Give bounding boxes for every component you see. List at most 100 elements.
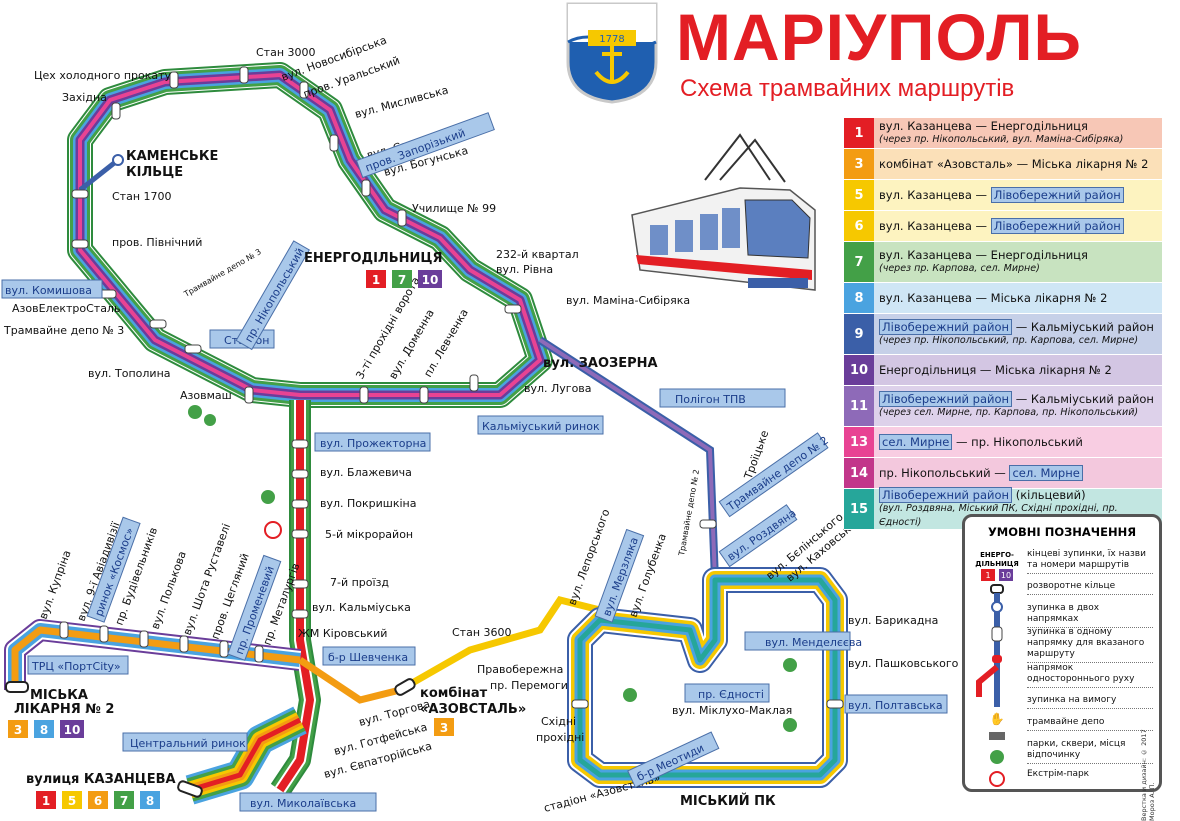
svg-text:вул. Міклухо-Маклая: вул. Міклухо-Маклая [672, 704, 792, 717]
svg-text:вул. Миколаївська: вул. Миколаївська [250, 797, 356, 810]
svg-text:ЖМ Кіровський: ЖМ Кіровський [298, 627, 387, 640]
kazantseva-badges: 1 5 6 7 8 [36, 791, 160, 809]
svg-text:ЛІКАРНЯ № 2: ЛІКАРНЯ № 2 [14, 702, 114, 717]
page-title: МАРІУПОЛЬ [676, 0, 1082, 74]
svg-text:10: 10 [64, 723, 81, 737]
svg-text:Трамвайне депо № 2: Трамвайне депо № 2 [724, 434, 831, 514]
svg-text:комбінат: комбінат [420, 686, 488, 701]
legend-item: зупинка в одному напрямку для вказаного … [1027, 627, 1153, 663]
svg-text:10: 10 [1001, 571, 1011, 580]
svg-text:вул. Менделєєва: вул. Менделєєва [765, 636, 862, 649]
extreme-park-icon [264, 521, 282, 539]
svg-text:Східні: Східні [541, 715, 576, 728]
svg-text:232-й квартал: 232-й квартал [496, 248, 579, 261]
route-text: вул. Казанцева — Енергодільниця(через пр… [879, 248, 1088, 274]
route-text: вул. Казанцева — Міська лікарня № 2 [879, 291, 1108, 305]
kamenske-spur [78, 158, 120, 192]
legend-symbols: ЕНЕРГО- ДІЛЬНИЦЯ 1 10 ✋ [975, 551, 1019, 787]
svg-text:АзовЕлектроСталь: АзовЕлектроСталь [12, 302, 120, 315]
svg-text:6: 6 [94, 794, 102, 808]
park-icons [188, 405, 797, 732]
svg-text:вул. Барикадна: вул. Барикадна [848, 614, 938, 627]
north-loop-lines [67, 62, 553, 408]
svg-text:8: 8 [146, 794, 154, 808]
svg-text:вул. Рівна: вул. Рівна [496, 263, 553, 276]
legend-item: Екстрім-парк [1027, 769, 1090, 779]
svg-text:вул. Лугова: вул. Лугова [524, 382, 592, 395]
svg-text:1: 1 [42, 794, 50, 808]
legend-item: зупинка на вимогу [1027, 695, 1153, 709]
svg-text:3-ті прохідні ворота: 3-ті прохідні ворота [353, 275, 422, 382]
route-text: комбінат «Азовсталь» — Міська лікарня № … [879, 157, 1149, 171]
legend-item: парки, сквери, місця відпочинку [1027, 739, 1153, 764]
request-stop-icon: ✋ [990, 712, 1005, 726]
svg-text:пр. Перемоги: пр. Перемоги [490, 679, 568, 692]
terminal-markers [5, 678, 416, 798]
svg-text:8: 8 [40, 723, 48, 737]
svg-text:7-й проїзд: 7-й проїзд [330, 576, 389, 589]
svg-text:ДІЛЬНИЦЯ: ДІЛЬНИЦЯ [975, 560, 1019, 568]
svg-text:Центральний ринок: Центральний ринок [130, 737, 246, 750]
route-text: сел. Мирне — пр. Нікопольський [874, 434, 1083, 450]
svg-text:Полігон ТПВ: Полігон ТПВ [675, 393, 746, 406]
svg-text:вул. Покришкіна: вул. Покришкіна [320, 497, 417, 510]
park-legend-icon [990, 750, 1004, 764]
svg-text:вул. Купріна: вул. Купріна [37, 548, 74, 621]
svg-text:КАМЕНСЬКЕ: КАМЕНСЬКЕ [126, 149, 218, 164]
route-text: пр. Нікопольський — сел. Мирне [874, 465, 1083, 481]
svg-text:вул. Кальміуська: вул. Кальміуська [312, 601, 411, 614]
svg-text:3: 3 [440, 721, 448, 735]
svg-text:ЕНЕРГОДІЛЬНИЦЯ: ЕНЕРГОДІЛЬНИЦЯ [304, 251, 442, 266]
svg-text:вул. ЗАОЗЕРНА: вул. ЗАОЗЕРНА [543, 356, 658, 371]
svg-text:Трамвайне депо № 3: Трамвайне депо № 3 [182, 247, 263, 299]
route-number: 7 [844, 242, 874, 282]
azovstal-branch [298, 657, 401, 704]
yellow-branch [398, 596, 601, 694]
svg-text:Стан 3000: Стан 3000 [256, 46, 316, 59]
svg-text:вул. Пашковського: вул. Пашковського [848, 657, 959, 670]
symbols-legend: УМОВНІ ПОЗНАЧЕННЯ ЕНЕРГО- ДІЛЬНИЦЯ 1 10 … [962, 514, 1162, 792]
svg-text:Західна: Західна [62, 91, 107, 104]
zaozerna-branch-inner [538, 338, 717, 581]
route-number: 5 [844, 180, 874, 210]
svg-text:вул. Комишова: вул. Комишова [5, 284, 92, 297]
kamenske-ring-icon [112, 154, 124, 166]
route-text: вул. Казанцева — Лівобережний район [874, 218, 1124, 234]
svg-text:3: 3 [14, 723, 22, 737]
likarnia-badges: 3 8 10 [8, 720, 84, 738]
page-subtitle: Схема трамвайних маршрутів [680, 75, 1015, 102]
crest-years: 1778 [599, 34, 624, 45]
route-number: 15 [844, 489, 874, 529]
svg-text:вул. Прожекторна: вул. Прожекторна [320, 437, 426, 450]
svg-text:ТРЦ «ПортCity»: ТРЦ «ПортCity» [31, 660, 121, 673]
hub-labels: КАМЕНСЬКЕ КІЛЬЦЕ ЕНЕРГОДІЛЬНИЦЯ вул. ЗАО… [14, 149, 776, 809]
svg-text:вул. Маміна-Сибіряка: вул. Маміна-Сибіряка [566, 294, 690, 307]
svg-text:Училище № 99: Училище № 99 [412, 202, 496, 215]
depot-icon [989, 732, 1005, 740]
svg-text:вул. Тополина: вул. Тополина [88, 367, 171, 380]
left-bank-loop-lines [567, 567, 848, 788]
svg-text:пр. Єдності: пр. Єдності [698, 688, 764, 701]
svg-text:б-р Шевченка: б-р Шевченка [328, 651, 408, 664]
svg-text:пров. Північний: пров. Північний [112, 236, 202, 249]
route-text: Лівобережний район (кільцевий)(вул. Розд… [879, 487, 1118, 528]
svg-text:вул. Полькова: вул. Полькова [149, 549, 189, 631]
energo-badges: 1 7 10 [366, 270, 442, 288]
route-number: 11 [844, 386, 874, 426]
stop-markers [59, 66, 844, 709]
svg-text:10: 10 [422, 273, 439, 287]
svg-text:МІСЬКА: МІСЬКА [30, 688, 88, 703]
route-text: вул. Казанцева — Енергодільниця(через пр… [879, 119, 1124, 145]
legend-item: трамвайне депо [1027, 717, 1153, 731]
